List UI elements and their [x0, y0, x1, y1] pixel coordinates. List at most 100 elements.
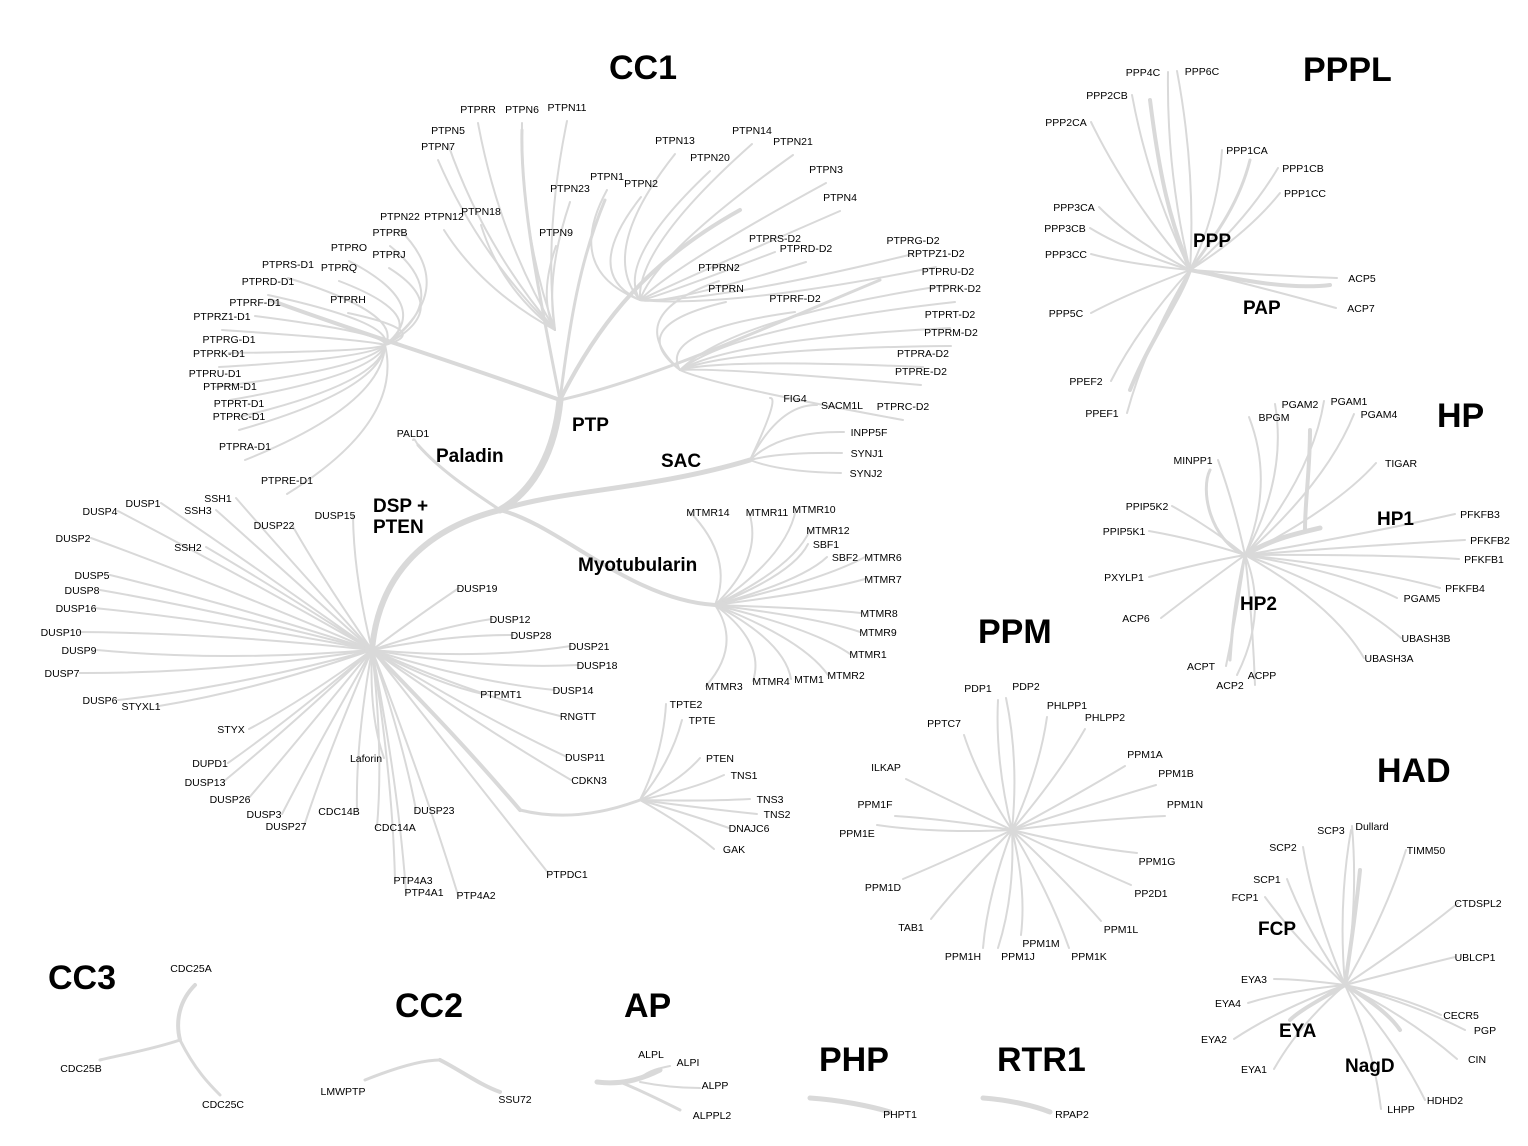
gene-label-mtmr4: MTMR4: [752, 676, 789, 688]
branch: [158, 649, 373, 707]
family-title-hp: HP: [1437, 397, 1484, 435]
branch: [594, 1067, 663, 1086]
branch: [656, 280, 720, 371]
gene-label-ppp6c: PPP6C: [1185, 66, 1220, 78]
gene-label-ptpn7: PTPN7: [421, 141, 455, 153]
gene-label-acp7: ACP7: [1347, 303, 1375, 315]
branch: [639, 210, 841, 301]
branch: [1244, 554, 1398, 599]
branch: [905, 778, 1013, 831]
gene-label-ptprd-d1: PTPRD-D1: [242, 276, 295, 288]
gene-label-ptprc-d2: PTPRC-D2: [877, 401, 930, 413]
branch: [639, 799, 758, 815]
gene-label-dusp12: DUSP12: [490, 614, 531, 626]
gene-label-ptprr: PTPRR: [460, 104, 496, 116]
branch: [303, 649, 373, 827]
gene-label-ptpn18: PTPN18: [461, 206, 501, 218]
branch: [1236, 554, 1257, 676]
gene-label-ptpra-d2: PTPRA-D2: [897, 348, 949, 360]
gene-label-ptprf-d1: PTPRF-D1: [229, 297, 280, 309]
family-title-had: HAD: [1377, 752, 1451, 790]
gene-label-ptprd-d2: PTPRD-D2: [780, 243, 833, 255]
gene-label-ptprk-d1: PTPRK-D1: [193, 348, 245, 360]
branch: [1189, 167, 1279, 271]
gene-label-phpt1: PHPT1: [883, 1109, 917, 1121]
gene-label-ptpn12: PTPN12: [424, 211, 464, 223]
branch: [1011, 829, 1138, 854]
gene-label-bpgm: BPGM: [1259, 412, 1290, 424]
branch: [1090, 253, 1191, 271]
gene-label-pten: PTEN: [706, 753, 734, 765]
branch: [1160, 554, 1246, 619]
subfamily-label-ppp: PPP: [1193, 231, 1231, 252]
branch: [371, 649, 407, 893]
gene-label-sbf2: SBF2: [832, 552, 858, 564]
branch: [222, 649, 373, 783]
branch: [714, 543, 809, 606]
branch: [1302, 846, 1346, 986]
branch: [1011, 815, 1166, 831]
branch: [160, 502, 373, 651]
gene-label-lmwptp: LMWPTP: [321, 1086, 366, 1098]
gene-label-mtmr11: MTMR11: [746, 507, 789, 519]
gene-label-acp2: ACP2: [1216, 680, 1244, 692]
branch: [1244, 554, 1402, 639]
branch: [639, 154, 794, 301]
gene-label-acpt: ACPT: [1187, 661, 1216, 673]
branch: [291, 524, 373, 651]
gene-label-ppm1l: PPM1L: [1104, 924, 1139, 936]
gene-label-eya3: EYA3: [1241, 974, 1267, 986]
gene-label-dusp5: DUSP5: [74, 570, 109, 582]
gene-label-ptpn21: PTPN21: [773, 136, 813, 148]
gene-label-dusp1: DUSP1: [125, 498, 160, 510]
gene-label-dusp19: DUSP19: [457, 583, 498, 595]
branch: [714, 556, 828, 606]
branch: [78, 631, 373, 651]
branch: [1126, 269, 1191, 414]
branch: [714, 604, 792, 680]
gene-label-pald1: PALD1: [397, 428, 430, 440]
branch: [545, 245, 557, 331]
gene-label-ppm1k: PPM1K: [1071, 951, 1107, 963]
branch: [93, 607, 373, 651]
gene-label-mtm1: MTM1: [794, 674, 824, 686]
gene-label-dnajc6: DNAJC6: [729, 823, 770, 835]
gene-label-ptpn2: PTPN2: [624, 178, 658, 190]
gene-label-dusp22: DUSP22: [254, 520, 295, 532]
branch: [679, 327, 951, 371]
branch: [1217, 459, 1246, 556]
gene-label-sacm1l: SACM1L: [821, 400, 863, 412]
gene-label-ptpdc1: PTPDC1: [546, 869, 588, 881]
branch: [714, 604, 829, 676]
branch: [658, 301, 727, 371]
gene-label-ppm1f: PPM1F: [857, 799, 892, 811]
gene-label-synj2: SYNJ2: [850, 468, 883, 480]
gene-label-ppm1m: PPM1M: [1022, 938, 1059, 950]
branch: [109, 574, 373, 651]
gene-label-ppm1h: PPM1H: [945, 951, 981, 963]
branch: [99, 589, 373, 651]
branch: [1233, 984, 1346, 1040]
branch: [1288, 983, 1347, 1022]
gene-label-pxylp1: PXYLP1: [1104, 572, 1144, 584]
gene-label-alpi: ALPI: [677, 1057, 700, 1069]
branch: [714, 556, 866, 606]
branch: [1273, 978, 1346, 986]
branch: [228, 344, 386, 354]
branch: [371, 649, 484, 695]
gene-label-ssh2: SSH2: [174, 542, 202, 554]
subfamily-label-hp2: HP2: [1240, 594, 1277, 615]
branch: [1188, 158, 1252, 272]
branch: [749, 451, 843, 461]
branch: [679, 345, 952, 371]
gene-label-dusp15: DUSP15: [315, 510, 356, 522]
branch: [96, 649, 373, 657]
gene-label-synj1: SYNJ1: [851, 448, 884, 460]
family-title-cc2: CC2: [395, 987, 463, 1025]
gene-label-hdhd2: HDHD2: [1427, 1095, 1463, 1107]
branch: [749, 459, 842, 474]
gene-label-ssh1: SSH1: [204, 493, 232, 505]
branch: [1244, 403, 1279, 556]
gene-label-pdp1: PDP1: [964, 683, 992, 695]
